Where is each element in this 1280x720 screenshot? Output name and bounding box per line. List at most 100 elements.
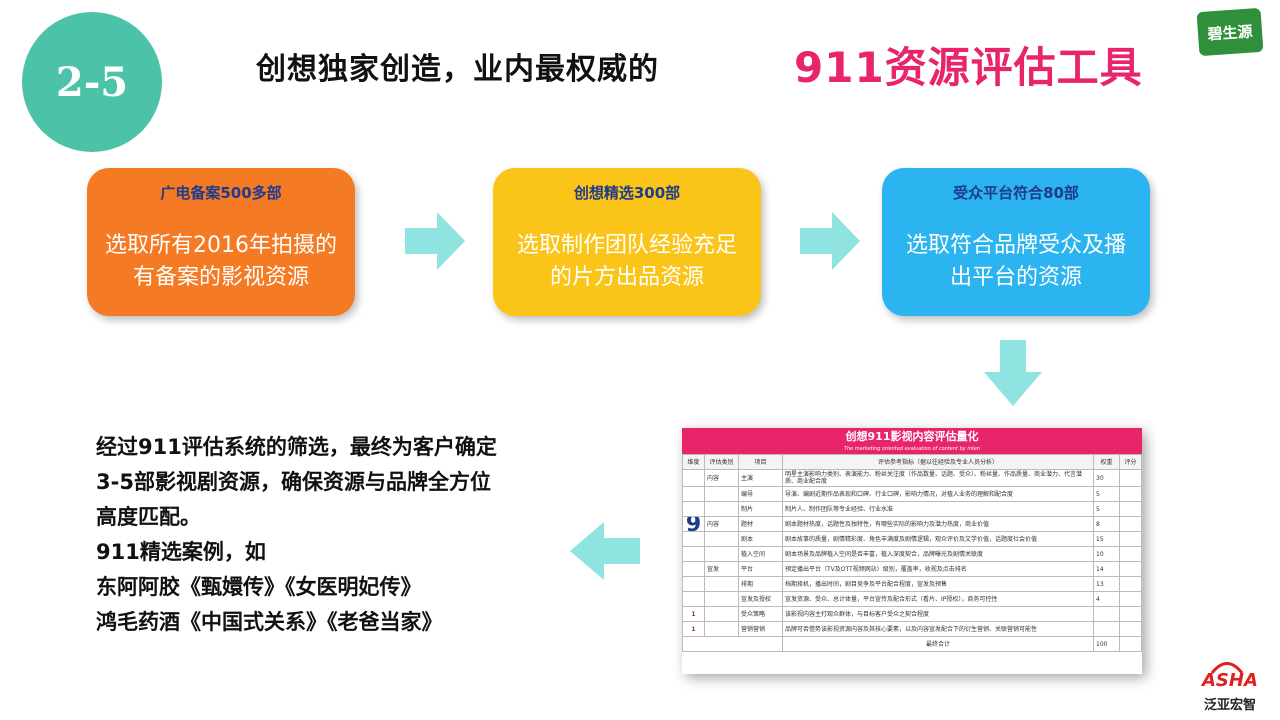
dimension-cell [682,591,705,607]
arrow-right-icon [800,210,862,272]
item-cell: 宣发及授权 [738,591,783,607]
weight-cell: 30 [1093,469,1120,487]
weight-cell: 4 [1093,591,1120,607]
weight-cell: 15 [1093,531,1120,547]
category-cell [704,546,739,562]
category-cell: 内容 [704,516,739,532]
arrow-left-icon [568,520,640,582]
table-row: 1 受众策略该影视内容主打观众群体，与目标客户受众之契合程度 [682,606,1142,622]
summary-text: 经过911评估系统的筛选，最终为客户确定 3-5部影视剧资源，确保资源与品牌全方… [96,430,566,640]
score-cell [1119,546,1142,562]
arrow-right-icon [405,210,467,272]
dimension-cell [682,469,705,487]
brand-logo: 碧生源 [1196,7,1264,57]
indicator-cell: 宣发资源、受众、总计体量，平台宣传及配合形式（看片、IP授权），商务可控性 [782,591,1094,607]
section-number: 2-5 [55,58,129,106]
table-header-cell: 维度 [682,454,705,470]
summary-line: 911精选案例，如 [96,540,266,564]
indicator-cell: 该影视内容主打观众群体，与目标客户受众之契合程度 [782,606,1094,622]
table-header-band: 创想911影视内容评估量化 The marketing oriented eva… [682,428,1142,454]
dimension-cell [682,576,705,592]
asha-name: ASHA [1202,670,1258,691]
page-title: 创想独家创造，业内最权威的 [256,52,659,87]
score-cell [1119,576,1142,592]
table-row: 剧本剧本故事的质量，剧情精彩度、角色丰满度及剧情逻辑，观众评价及文学价值，话题度… [682,531,1142,547]
step-head: 创想精选300部 [573,184,681,202]
score-cell [1119,621,1142,637]
item-cell: 排期 [738,576,783,592]
score-cell [1119,469,1142,487]
evaluation-table: 维度 评估类别 项目 评估参考指标（据以往经验及专业人员分析） 权重 评分 内容… [682,454,1142,652]
step-body: 选取所有2016年拍摄的有备案的影视资源 [105,233,337,290]
score-cell [1119,516,1142,532]
dimension-cell [682,546,705,562]
item-cell: 受众策略 [738,606,783,622]
asha-arc-icon [1210,662,1244,674]
weight-cell: 13 [1093,576,1120,592]
item-cell: 题材 [738,516,783,532]
total-weight: 100 [1093,636,1120,652]
side-mark: 1 [682,606,705,622]
table-header-cell: 权重 [1093,454,1120,470]
step-head: 受众平台符合80部 [953,184,1079,202]
indicator-cell: 导演、编剧近期作品表现和口碑、行业口碑，影响力情况，对植入业务的理解和配合度 [782,486,1094,502]
indicator-cell: 剧本题材热度，话题性及独特性，有哪些实际的影响力及潜力热度，商业价值 [782,516,1094,532]
table-subtitle: The marketing oriented evaluation of con… [843,446,981,452]
score-cell [1119,486,1142,502]
summary-line: 高度匹配。 [96,505,201,529]
table-row: 宣发及授权宣发资源、受众、总计体量，平台宣传及配合形式（看片、IP授权），商务可… [682,591,1142,607]
evaluation-table-card: 创想911影视内容评估量化 The marketing oriented eva… [682,428,1142,674]
category-cell [704,501,739,517]
page-title-accent: 911资源评估工具 [794,43,1143,92]
category-cell: 宣发 [704,561,739,577]
category-cell [704,621,739,637]
step-head: 广电备案500多部 [160,184,282,202]
table-header-row: 维度 评估类别 项目 评估参考指标（据以往经验及专业人员分析） 权重 评分 [682,454,1142,470]
indicator-cell: 剧本故事的质量，剧情精彩度、角色丰满度及剧情逻辑，观众评价及文学价值，话题度社会… [782,531,1094,547]
category-cell: 内容 [704,469,739,487]
item-cell: 植入空间 [738,546,783,562]
weight-cell [1093,621,1120,637]
total-blank-cell [682,636,783,652]
dimension-cell [682,561,705,577]
table-header-cell: 项目 [738,454,783,470]
indicator-cell: 档期择机，播出时间，剧目竞争及平台配合程度，宣发及预售 [782,576,1094,592]
category-cell [704,591,739,607]
weight-cell: 10 [1093,546,1120,562]
weight-cell: 14 [1093,561,1120,577]
score-cell [1119,606,1142,622]
step-box-1: 广电备案500多部 选取所有2016年拍摄的有备案的影视资源 [87,168,355,316]
category-cell [704,576,739,592]
step-box-3: 受众平台符合80部 选取符合品牌受众及播出平台的资源 [882,168,1150,316]
asha-subname: 泛亚宏智 [1204,698,1257,713]
category-cell [704,486,739,502]
score-cell [1119,591,1142,607]
summary-line: 鸿毛药酒《中国式关系》《老爸当家》 [96,610,443,634]
total-score [1119,636,1142,652]
summary-line: 东阿阿胶《甄嬛传》《女医明妃传》 [96,575,422,599]
indicator-cell: 预定播出平台（TV及OTT视频网站）级别，覆盖率，收视及点击排名 [782,561,1094,577]
indicator-cell: 制片人、制作团队等专业经验、行业水准 [782,501,1094,517]
table-row: 内容主演明星主演影响力类别、表演能力、粉丝关注度（作品数量、话题、受众）、粉丝量… [682,469,1142,487]
table-title: 创想911影视内容评估量化 [845,430,979,443]
dimension-cell [682,501,705,517]
table-header-cell: 评分 [1119,454,1142,470]
item-cell: 制片 [738,501,783,517]
total-label: 最终合计 [782,636,1094,652]
item-cell: 营销营销 [738,621,783,637]
item-cell: 剧本 [738,531,783,547]
item-cell: 主演 [738,469,783,487]
category-cell [704,531,739,547]
table-header-cell: 评估参考指标（据以往经验及专业人员分析） [782,454,1094,470]
weight-cell [1093,606,1120,622]
indicator-cell: 品牌可否借势该影视资源内容及其核心要素，以及内容宣发配合下的衍生营销、关联营销可… [782,621,1094,637]
table-header-cell: 评估类别 [704,454,739,470]
section-badge: 2-5 [22,12,162,152]
